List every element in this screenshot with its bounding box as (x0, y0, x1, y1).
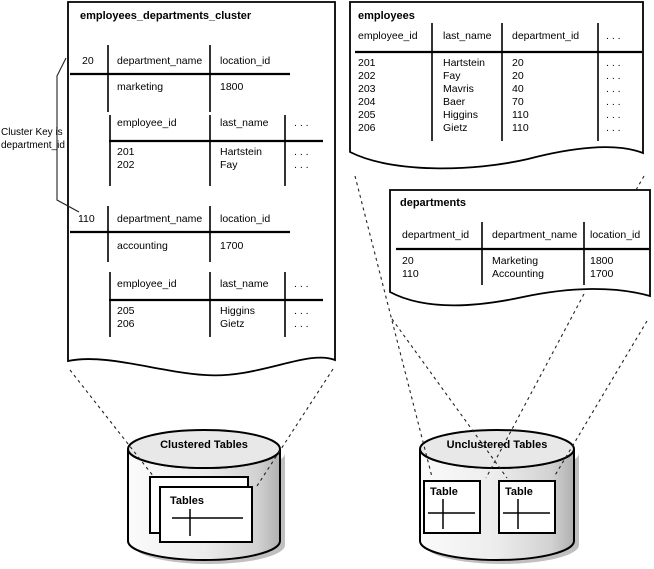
cluster-key-value: 20 (82, 55, 94, 67)
employees-table-grid (355, 23, 642, 141)
cluster-box-outline (67, 1, 336, 377)
table-icon-label: Table (430, 486, 458, 498)
table-cell: 20 (512, 57, 524, 69)
table-cell: 204 (358, 96, 376, 108)
table-cell: 206 (117, 318, 135, 330)
employees-right-line-lower (485, 293, 585, 479)
table-cell: Gietz (443, 122, 468, 134)
cylinder-top (419, 429, 575, 469)
unclustered-tables-icon (423, 480, 556, 534)
table-header: location_id (220, 55, 271, 67)
cluster-section2-grid (70, 206, 323, 337)
ellipsis-cell: . . . (606, 57, 621, 69)
table-cell: 110 (402, 268, 419, 280)
table-header: department_name (492, 229, 578, 241)
cluster-section1-grid (70, 45, 323, 186)
table-icon (423, 480, 481, 534)
clustered-tables-icon (149, 476, 253, 543)
table-cell: 205 (117, 305, 135, 317)
table-header: location_id (220, 213, 271, 225)
table-cell: Higgins (443, 109, 479, 121)
clustered-tables-label: Clustered Tables (160, 439, 248, 451)
projection-lines (69, 175, 648, 487)
unclustered-tables-label: Unclustered Tables (446, 439, 548, 451)
table-header: employee_id (117, 278, 177, 290)
stacked-table-front-icon (159, 486, 253, 543)
cluster-to-clustered-right-line (256, 368, 334, 487)
ellipsis-cell: . . . (606, 96, 621, 108)
table-header: department_id (512, 30, 580, 42)
table-cell: 201 (117, 146, 135, 158)
table-cell: 70 (512, 96, 524, 108)
table-icon-label: Table (505, 486, 533, 498)
ellipsis-cell: . . . (606, 122, 621, 134)
cylinder-top (127, 429, 281, 469)
table-cell: 202 (358, 70, 376, 82)
departments-table-title: departments (400, 197, 467, 209)
employees-box-outline (349, 1, 644, 170)
ellipsis-cell: . . . (606, 70, 621, 82)
table-cell: 1700 (220, 240, 244, 252)
table-cell: Marketing (492, 255, 539, 267)
ellipsis-cell: . . . (294, 159, 309, 171)
table-cell: accounting (117, 240, 168, 252)
table-cell: 206 (358, 122, 376, 134)
ellipsis-cell: . . . (606, 109, 621, 121)
departments-right-line (553, 320, 648, 478)
ellipsis-cell: . . . (294, 117, 309, 129)
table-header: last_name (443, 30, 492, 42)
ellipsis-cell: . . . (606, 83, 621, 95)
departments-left-line (391, 318, 508, 479)
departments-box-outline (389, 189, 651, 307)
ellipsis-cell: . . . (606, 30, 621, 42)
ellipsis-cell: . . . (294, 146, 309, 158)
employees-right-line-upper (635, 175, 645, 191)
table-header: department_name (117, 213, 203, 225)
table-cell: 20 (402, 255, 414, 267)
ellipsis-cell: . . . (294, 278, 309, 290)
table-icon (498, 480, 556, 534)
table-cell: 203 (358, 83, 376, 95)
table-cell: 110 (512, 122, 529, 134)
cluster-key-note-line1: Cluster Key is (1, 127, 63, 138)
table-header: employee_id (358, 30, 418, 42)
table-header: employee_id (117, 117, 177, 129)
table-cell: Fay (443, 70, 461, 82)
table-cell: 40 (512, 83, 524, 95)
cluster-box-title: employees_departments_cluster (80, 10, 252, 22)
table-cell: Fay (220, 159, 238, 171)
table-cell: marketing (117, 81, 164, 93)
cluster-key-note-line2: department_id (1, 140, 65, 151)
ellipsis-cell: . . . (294, 305, 309, 317)
table-cell: 1700 (590, 268, 614, 280)
table-header: last_name (220, 278, 269, 290)
table-cell: 201 (358, 57, 376, 69)
table-cell: 110 (512, 109, 529, 121)
table-cell: Accounting (492, 268, 544, 280)
table-cell: 202 (117, 159, 135, 171)
table-cell: 1800 (590, 255, 614, 267)
cluster-key-bracket (56, 57, 80, 213)
tables-icon-label: Tables (170, 495, 205, 507)
ellipsis-cell: . . . (294, 318, 309, 330)
table-header: location_id (590, 229, 641, 241)
table-header: department_id (402, 229, 470, 241)
table-header: department_name (117, 55, 203, 67)
table-cell: Hartstein (443, 57, 486, 69)
table-cell: Mavris (443, 83, 474, 95)
departments-table-grid (396, 222, 649, 285)
table-cell: 20 (512, 70, 524, 82)
table-header: last_name (220, 117, 269, 129)
cluster-key-value: 110 (78, 213, 95, 225)
table-cell: Higgins (220, 305, 256, 317)
table-cell: 205 (358, 109, 376, 121)
table-cell: Gietz (220, 318, 245, 330)
table-cell: Hartstein (220, 146, 263, 158)
employees-table-title: employees (358, 10, 415, 22)
table-cell: 1800 (220, 81, 244, 93)
table-cell: Baer (443, 96, 466, 108)
cluster-to-clustered-left-line (69, 369, 155, 478)
